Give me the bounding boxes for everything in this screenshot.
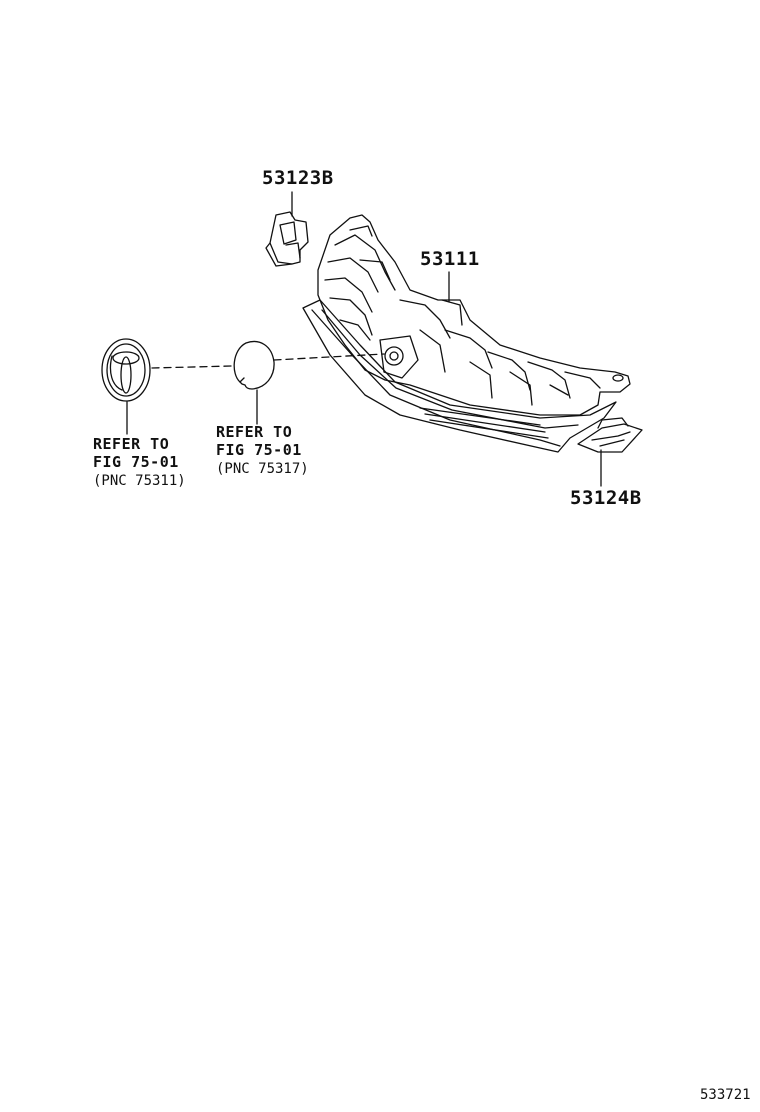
reference-line2: FIG 75-01 — [93, 453, 179, 471]
reference-emblem[interactable]: REFER TO FIG 75-01 (PNC 75311) — [93, 435, 186, 489]
part-number-53124b[interactable]: 53124B — [570, 487, 642, 509]
reference-line1: REFER TO — [93, 435, 170, 453]
leader-lines — [126, 191, 602, 487]
reference-emblem-cover[interactable]: REFER TO FIG 75-01 (PNC 75317) — [216, 423, 309, 477]
part-number-53123b[interactable]: 53123B — [262, 167, 334, 189]
reference-pnc: (PNC 75311) — [93, 473, 186, 489]
part-number-53111[interactable]: 53111 — [420, 248, 480, 270]
radiator-grille-shape — [302, 214, 631, 453]
reference-pnc: (PNC 75317) — [216, 461, 309, 477]
emblem-shape — [101, 338, 151, 402]
bracket-upper-shape — [265, 211, 309, 267]
emblem-cover-shape — [233, 340, 275, 390]
figure-id: 533721 — [700, 1087, 751, 1103]
reference-line2: FIG 75-01 — [216, 441, 302, 459]
bracket-lower-shape — [577, 417, 643, 453]
reference-line1: REFER TO — [216, 423, 293, 441]
assembly-lines — [151, 353, 385, 369]
